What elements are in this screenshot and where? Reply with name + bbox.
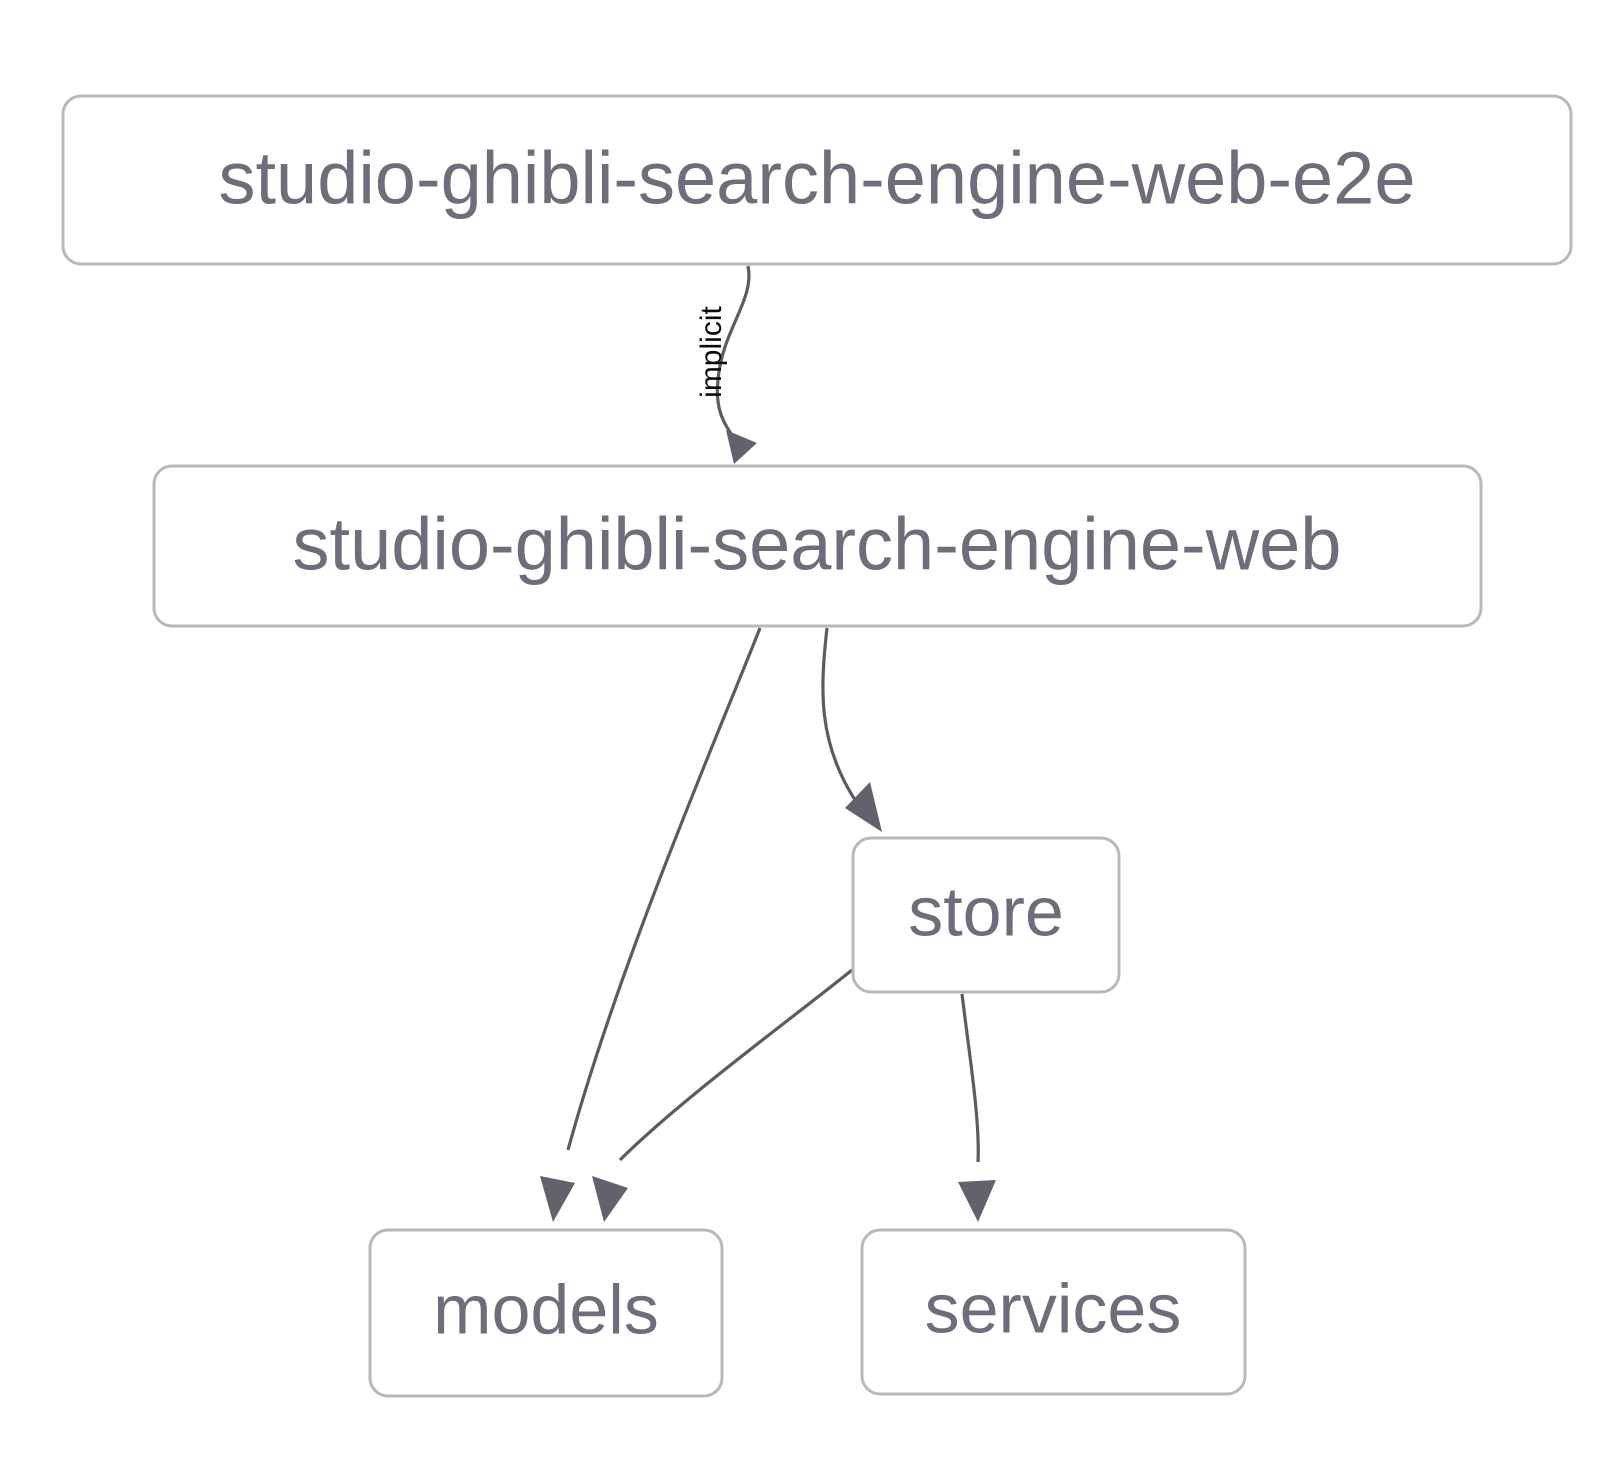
edge-path [566,627,762,1151]
arrowhead-icon [540,1176,575,1222]
arrowhead-icon [726,430,757,464]
node-services[interactable]: services [860,1228,1247,1396]
edge-path [821,627,857,801]
arrowhead-icon [845,782,882,832]
node-label: store [908,872,1064,950]
edge-path [618,968,854,1162]
edge-web-to-store[interactable] [821,627,882,832]
edge-e2e-to-web[interactable] [715,265,757,464]
node-models[interactable]: models [368,1228,724,1398]
node-label: services [925,1269,1182,1347]
edge-store-to-models[interactable] [592,968,854,1222]
edge-store-to-services[interactable] [958,993,996,1222]
node-store[interactable]: store [851,836,1121,994]
edge-path [715,265,751,451]
node-box [860,1228,1247,1396]
arrowhead-icon [958,1180,996,1222]
node-box [61,94,1573,266]
arrowhead-icon [592,1176,628,1222]
node-web[interactable]: studio-ghibli-search-engine-web [152,464,1483,628]
node-box [152,464,1483,628]
edge-web-to-models[interactable] [540,627,762,1222]
node-web-e2e[interactable]: studio-ghibli-search-engine-web-e2e [61,94,1573,266]
node-label: studio-ghibli-search-engine-web-e2e [218,137,1415,220]
node-label: studio-ghibli-search-engine-web [293,503,1342,586]
node-box [851,836,1121,994]
node-box [368,1228,724,1398]
node-label: models [433,1270,659,1348]
edge-path [960,993,980,1163]
edge-group: implicit [540,265,996,1222]
node-group: studio-ghibli-search-engine-web-e2e stud… [61,94,1573,1398]
edge-label-implicit: implicit [695,306,728,398]
